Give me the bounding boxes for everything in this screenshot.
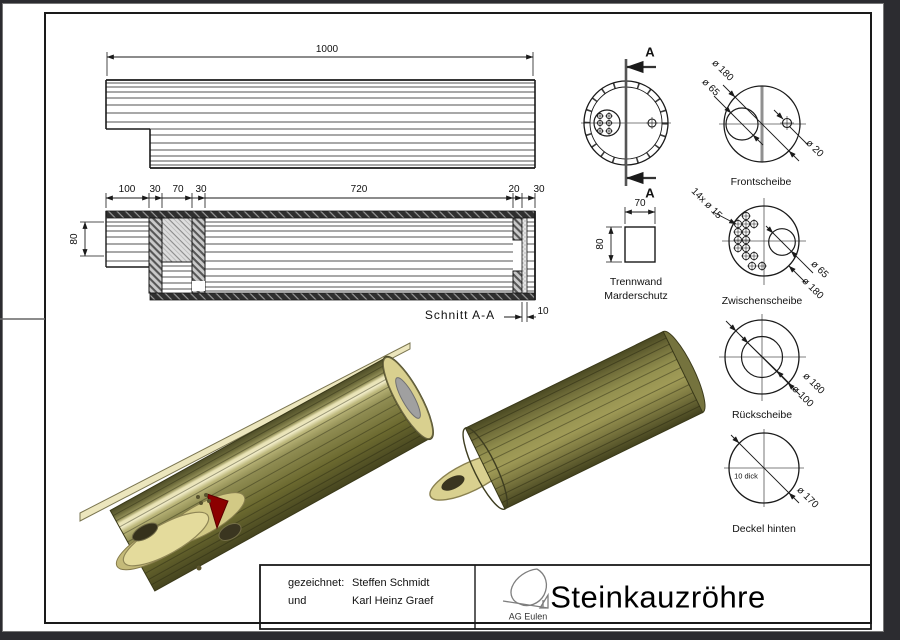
drawn-name-1: Steffen Schmidt — [352, 577, 430, 589]
trennwand-dim-80: 80 — [595, 238, 606, 250]
section-letter-top: A — [645, 44, 655, 60]
entrance-hole-assembled — [441, 475, 465, 491]
dim-100-label: 100 — [118, 184, 136, 195]
side-view — [105, 52, 536, 169]
dim-30b-label: 30 — [195, 184, 207, 195]
3d-view-assembled — [429, 330, 706, 510]
zwischenscheibe-view — [712, 198, 814, 285]
rueckscheibe-label: Rückscheibe — [731, 408, 793, 421]
dim-30c-label: 30 — [533, 184, 545, 195]
dim-720-label: 720 — [350, 184, 368, 195]
dim-20-label: 20 — [508, 184, 520, 195]
frontscheibe-3d — [122, 511, 210, 567]
trennwand-view — [606, 207, 656, 263]
cut-wedge-red — [206, 493, 229, 530]
section-view — [80, 193, 536, 322]
section-letter-bottom: A — [645, 185, 655, 201]
ag-eulen-owl-logo-icon — [502, 568, 549, 609]
trennwand-label-1: Trennwand — [609, 275, 663, 288]
dim-30a-label: 30 — [149, 184, 161, 195]
dim-1000-label: 1000 — [315, 44, 339, 55]
rueckscheibe-view — [719, 314, 806, 401]
dim-80-label: 80 — [69, 233, 80, 245]
deckel-view — [724, 429, 804, 507]
drawing-title: Steinkauzröhre — [550, 579, 766, 615]
zwischen-holes-3d — [196, 493, 211, 505]
trennwand-label-2: Marderschutz — [604, 289, 668, 302]
roof-board — [79, 342, 411, 522]
und-label: und — [288, 595, 307, 607]
ag-eulen-label: AG Eulen — [508, 611, 548, 622]
deckel-thickness-label: 10 dick — [734, 471, 758, 481]
deckel-label: Deckel hinten — [732, 522, 796, 535]
zwischenscheibe-holes — [733, 211, 767, 271]
drawn-name-2: Karl Heinz Graef — [352, 595, 434, 607]
zwischenscheibe-label: Zwischenscheibe — [721, 294, 803, 307]
trennwand-dim-70: 70 — [634, 198, 646, 209]
dim-70-label: 70 — [172, 184, 184, 195]
3d-view-cutaway — [79, 342, 434, 592]
section-label: Schnitt A-A — [424, 308, 496, 322]
rear-ring-hole — [395, 377, 421, 419]
front-cut-view — [581, 59, 671, 186]
title-block — [259, 564, 872, 630]
entrance-hole-3d — [131, 522, 159, 542]
frontscheibe-view — [713, 84, 809, 163]
frontscheibe-label: Frontscheibe — [730, 175, 792, 188]
dim-10-label: 10 — [537, 306, 549, 317]
gezeichnet-label: gezeichnet: — [288, 577, 345, 589]
